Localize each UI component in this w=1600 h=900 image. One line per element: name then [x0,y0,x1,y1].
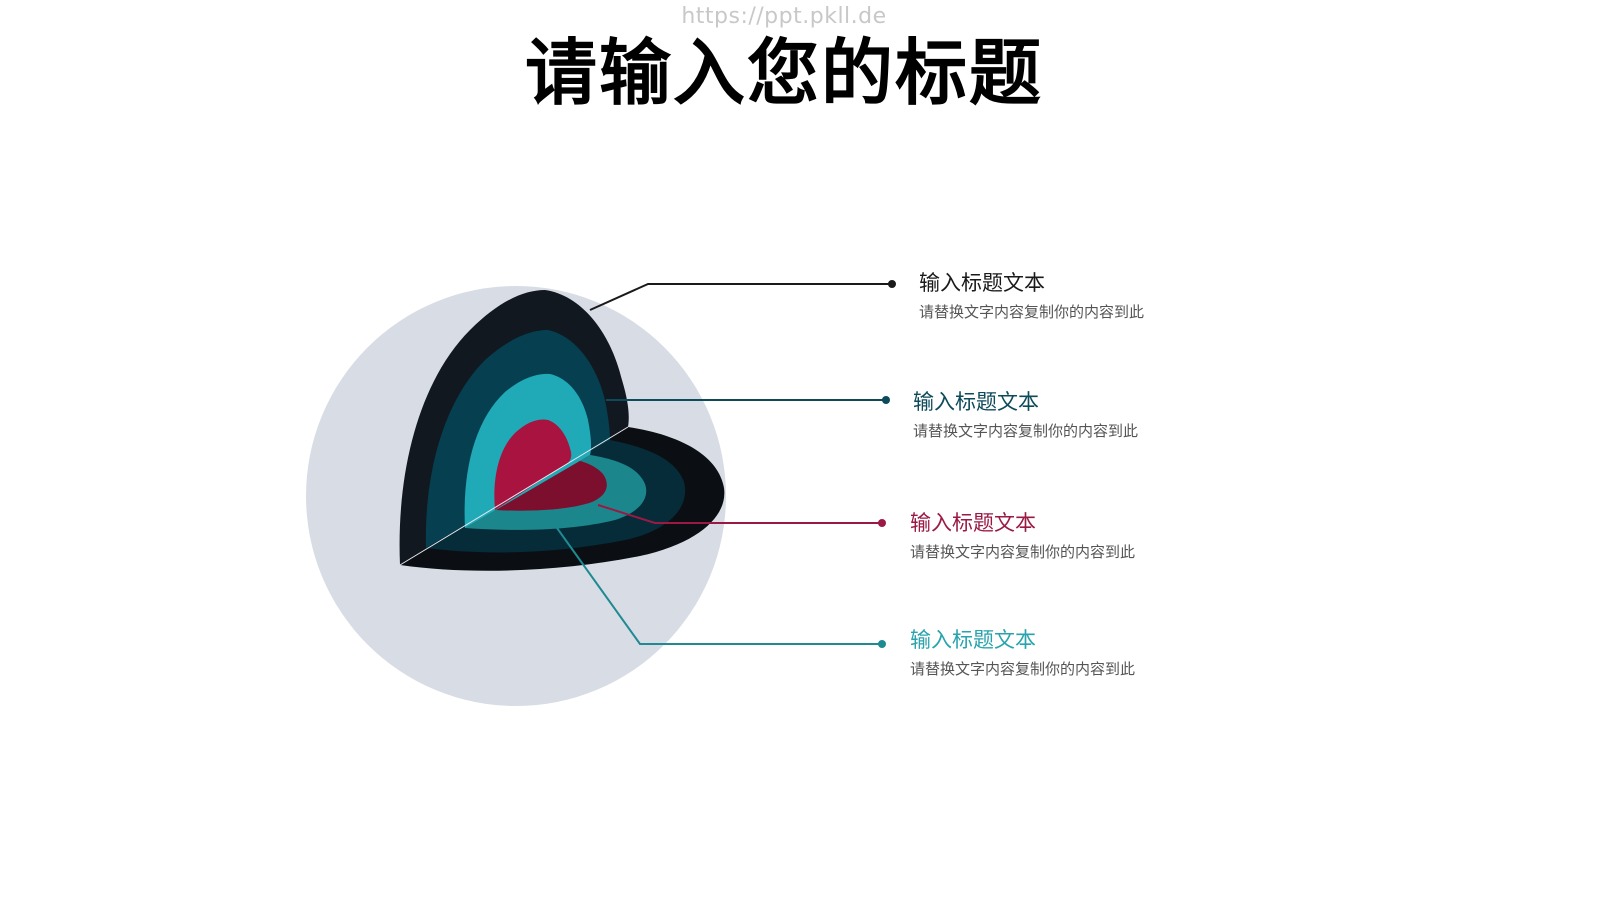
core-horizontal [495,458,607,511]
leader-line-4 [556,527,882,645]
label-description: 请替换文字内容复制你的内容到此 [910,660,1136,678]
leader-dot-2 [882,396,890,404]
label-item-1: 输入标题文本 请替换文字内容复制你的内容到此 [919,269,1144,323]
leader-dot-3 [878,519,886,527]
label-item-3: 输入标题文本 请替换文字内容复制你的内容到此 [910,509,1135,563]
label-title: 输入标题文本 [913,390,1039,414]
heart-layer-diagram [306,280,896,706]
label-title: 输入标题文本 [919,271,1045,295]
label-description: 请替换文字内容复制你的内容到此 [913,422,1139,440]
leader-dot-1 [888,280,896,288]
page-title: 请输入您的标题 [524,31,1043,115]
label-title: 输入标题文本 [910,511,1036,535]
label-description: 请替换文字内容复制你的内容到此 [919,303,1145,321]
label-item-2: 输入标题文本 请替换文字内容复制你的内容到此 [913,388,1138,442]
label-title: 输入标题文本 [910,628,1036,652]
label-item-4: 输入标题文本 请替换文字内容复制你的内容到此 [910,626,1135,680]
core-vertical [494,419,572,510]
label-description: 请替换文字内容复制你的内容到此 [910,543,1136,561]
leader-line-3 [597,504,882,524]
leader-dot-4 [878,640,886,648]
leader-line-1 [589,283,892,311]
watermark: https://ppt.pkll.de [681,4,887,29]
